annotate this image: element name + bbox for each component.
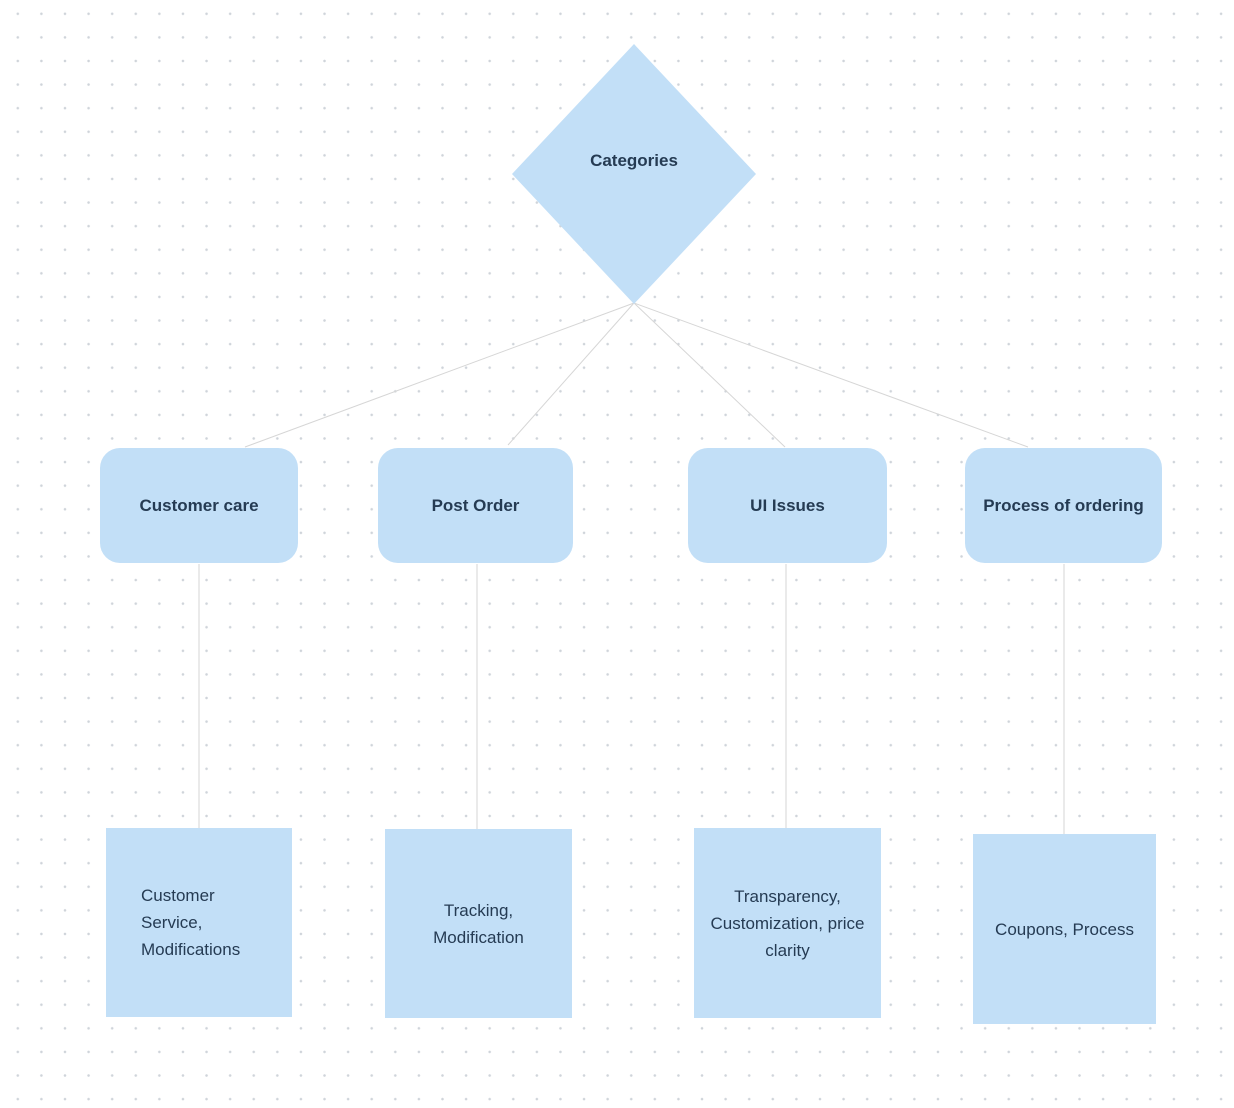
node-label: Categories	[590, 151, 678, 170]
node-post-order[interactable]: Post Order	[378, 448, 573, 563]
node-process-of-ordering-details[interactable]: Coupons, Process	[973, 834, 1156, 1024]
connector-categories-to-ui-issues[interactable]	[633, 302, 786, 448]
node-ui-issues[interactable]: UI Issues	[688, 448, 887, 563]
node-categories[interactable]: Categories	[512, 44, 756, 304]
node-ui-issues-details[interactable]: Transparency, Customization, price clari…	[694, 828, 881, 1018]
node-post-order-details[interactable]: Tracking, Modification	[385, 829, 572, 1018]
connector-categories-to-customer-care[interactable]	[244, 302, 635, 448]
node-customer-care-details[interactable]: Customer Service, Modifications	[106, 828, 292, 1017]
node-customer-care[interactable]: Customer care	[100, 448, 298, 563]
diamond-shape	[512, 44, 756, 304]
node-label: Customer Service, Modifications	[141, 886, 241, 959]
connector-categories-to-post-order[interactable]	[507, 302, 635, 446]
node-label: UI Issues	[750, 495, 825, 515]
node-label: Process of ordering	[983, 495, 1144, 515]
node-label: Tracking, Modification	[433, 900, 524, 947]
node-label: Customer care	[139, 495, 259, 515]
node-process-of-ordering[interactable]: Process of ordering	[965, 448, 1162, 563]
connector-categories-to-process-of-ordering[interactable]	[633, 302, 1029, 448]
node-label: Coupons, Process	[995, 919, 1134, 939]
node-label: Transparency, Customization, price clari…	[710, 886, 865, 960]
node-label: Post Order	[431, 495, 520, 515]
